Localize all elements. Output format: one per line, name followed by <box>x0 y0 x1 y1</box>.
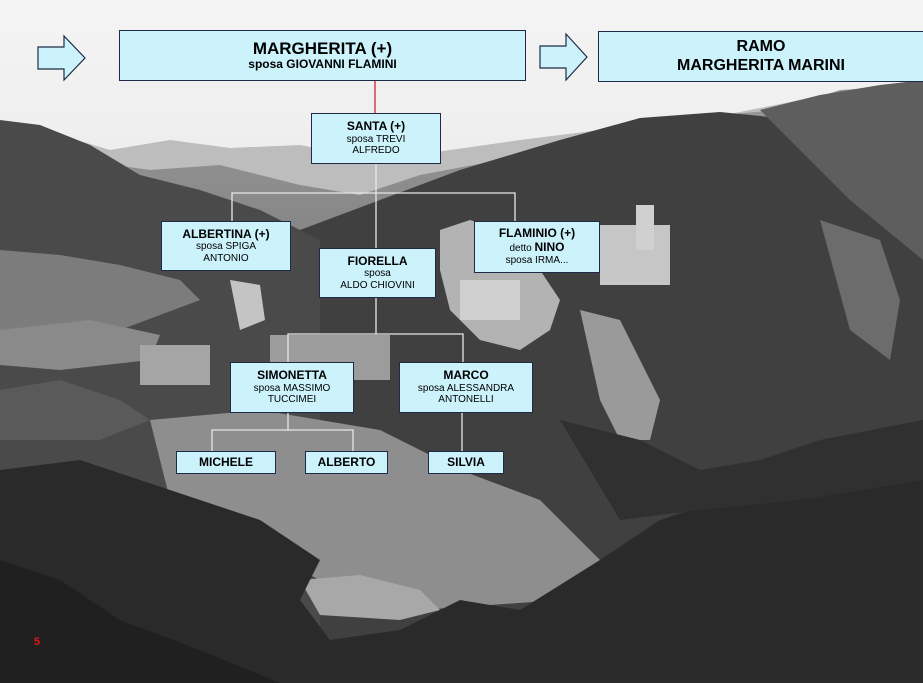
node-silvia-name: SILVIA <box>447 454 485 469</box>
node-albertina-spouse-name: ANTONIO <box>203 252 249 264</box>
node-santa: SANTA (+) sposa TREVI ALFREDO <box>311 113 441 164</box>
node-fiorella-spouse-name: ALDO CHIOVINI <box>340 279 415 291</box>
node-alberto: ALBERTO <box>305 451 388 474</box>
node-flaminio: FLAMINIO (+) detto NINO sposa IRMA... <box>474 221 600 273</box>
root-ancestor-box: MARGHERITA (+) sposa GIOVANNI FLAMINI <box>119 30 526 81</box>
node-santa-name: SANTA (+) <box>346 119 406 134</box>
right-arrow-icon <box>37 34 86 82</box>
root-spouse-prefix: sposa <box>248 57 283 72</box>
node-fiorella: FIORELLA sposa ALDO CHIOVINI <box>319 248 436 298</box>
page-number: 5 <box>34 636 41 648</box>
node-albertina-name: ALBERTINA (+) <box>182 226 270 241</box>
node-marco: MARCO sposa ALESSANDRA ANTONELLI <box>399 362 533 413</box>
node-simonetta-spouse: sposa MASSIMO <box>253 382 331 394</box>
node-michele: MICHELE <box>176 451 276 474</box>
node-flaminio-nickname: detto NINO <box>509 240 565 255</box>
node-santa-spouse-name: ALFREDO <box>352 145 400 157</box>
node-marco-name: MARCO <box>443 368 489 383</box>
node-simonetta-spouse-name: TUCCIMEI <box>267 394 317 406</box>
root-spouse-name: GIOVANNI FLAMINI <box>286 57 397 72</box>
node-fiorella-name: FIORELLA <box>347 253 408 268</box>
node-santa-spouse: sposa TREVI <box>346 133 406 145</box>
root-ancestor-spouse: sposa GIOVANNI FLAMINI <box>248 57 397 72</box>
node-marco-spouse: sposa ALESSANDRA <box>417 382 515 394</box>
node-flaminio-nickname-prefix: detto <box>509 243 532 255</box>
node-fiorella-spouse: sposa <box>364 268 391 280</box>
node-michele-name: MICHELE <box>199 454 253 469</box>
root-ancestor-name: MARGHERITA (+) <box>252 38 393 58</box>
node-marco-spouse-name: ANTONELLI <box>438 394 494 406</box>
node-simonetta: SIMONETTA sposa MASSIMO TUCCIMEI <box>230 362 354 413</box>
node-silvia: SILVIA <box>428 451 504 474</box>
branch-title-line2: MARGHERITA MARINI <box>677 56 845 74</box>
node-flaminio-spouse: sposa IRMA... <box>505 255 569 267</box>
node-flaminio-name: FLAMINIO (+) <box>498 226 576 241</box>
branch-title-line1: RAMO <box>736 38 786 56</box>
node-albertina: ALBERTINA (+) sposa SPIGA ANTONIO <box>161 221 291 271</box>
node-alberto-name: ALBERTO <box>317 454 376 469</box>
branch-title-box: RAMO MARGHERITA MARINI <box>598 31 923 82</box>
node-flaminio-nickname-value: NINO <box>534 240 565 255</box>
node-simonetta-name: SIMONETTA <box>257 368 327 383</box>
right-arrow-icon <box>539 32 588 82</box>
node-albertina-spouse: sposa SPIGA <box>195 241 257 253</box>
